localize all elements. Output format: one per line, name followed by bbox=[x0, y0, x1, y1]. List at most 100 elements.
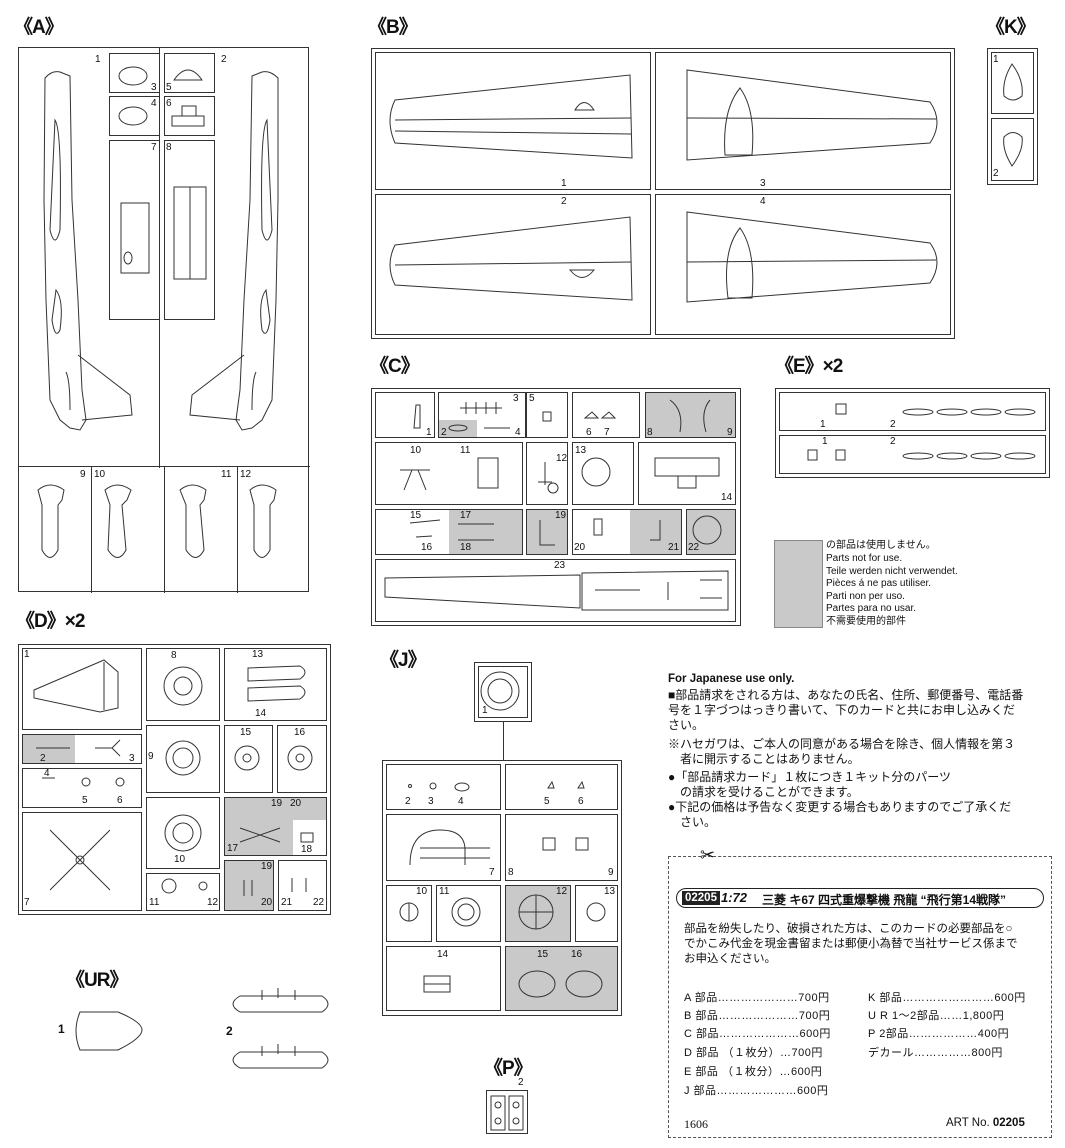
d-num-4: 4 bbox=[44, 768, 50, 779]
b-num-2: 2 bbox=[561, 196, 567, 207]
d-num-19b: 19 bbox=[261, 861, 273, 872]
d-num-10: 10 bbox=[174, 854, 186, 865]
c-num-15: 15 bbox=[410, 510, 422, 521]
d-num-1: 1 bbox=[24, 649, 30, 660]
section-p-label: 《P》 bbox=[484, 1058, 533, 1079]
a-num-12: 12 bbox=[240, 469, 252, 480]
d-num-14: 14 bbox=[255, 708, 267, 719]
art-number-label: ART No. bbox=[946, 1117, 993, 1129]
part-k2-box bbox=[991, 118, 1034, 181]
c-num-21: 21 bbox=[668, 542, 680, 553]
part-d1-box bbox=[22, 648, 142, 730]
c-num-5: 5 bbox=[529, 393, 535, 404]
legend-line-4: Pièces á ne pas utiliser. bbox=[826, 578, 932, 589]
part-d21-22-box bbox=[278, 860, 327, 911]
price-ur: U R 1〜2部品……1,800円 bbox=[868, 1010, 1005, 1022]
c-num-11: 11 bbox=[460, 445, 471, 456]
legend-line-5: Parti non per uso. bbox=[826, 591, 905, 602]
j-num-1: 1 bbox=[482, 705, 488, 716]
part-c8-9-box bbox=[645, 392, 736, 438]
product-scale: 1:72 bbox=[721, 890, 748, 905]
c-num-17: 17 bbox=[460, 510, 472, 521]
part-j2-4-box bbox=[386, 764, 501, 810]
j-num-7: 7 bbox=[489, 867, 495, 878]
e-num-2b: 2 bbox=[890, 436, 896, 447]
part-j5-6-box bbox=[505, 764, 618, 810]
part-e-row2-box bbox=[779, 435, 1046, 474]
a-num-11: 11 bbox=[221, 469, 232, 480]
e-num-2a: 2 bbox=[890, 419, 896, 430]
c-num-20: 20 bbox=[574, 542, 586, 553]
c-num-12: 12 bbox=[556, 453, 568, 464]
ur-num-2: 2 bbox=[226, 1024, 233, 1038]
d-num-22: 22 bbox=[313, 897, 325, 908]
j-num-13: 13 bbox=[604, 886, 616, 897]
part-a3-box bbox=[109, 53, 160, 93]
d-num-18: 18 bbox=[301, 844, 313, 855]
a-num-6: 6 bbox=[166, 98, 172, 109]
c-num-1: 1 bbox=[426, 427, 432, 438]
part-d8-box bbox=[146, 648, 220, 721]
part-j8-9-box bbox=[505, 814, 618, 881]
d-num-20a: 20 bbox=[290, 798, 302, 809]
c-num-22: 22 bbox=[688, 542, 700, 553]
ur-num-1: 1 bbox=[58, 1022, 65, 1036]
japan-note-line-9: さい。 bbox=[668, 815, 717, 829]
e-num-1a: 1 bbox=[820, 419, 826, 430]
japan-note-line-8: ●下記の価格は予告なく変更する場合もありますのでご了承くだ bbox=[668, 800, 1012, 814]
j-num-8: 8 bbox=[508, 867, 514, 878]
a-num-9: 9 bbox=[80, 469, 86, 480]
section-e-label: 《E》×2 bbox=[775, 356, 843, 377]
product-code-badge: 02205 bbox=[682, 891, 720, 905]
d-num-2: 2 bbox=[40, 753, 46, 764]
j-num-2: 2 bbox=[405, 796, 411, 807]
c-num-8: 8 bbox=[647, 427, 653, 438]
a-num-4: 4 bbox=[151, 98, 157, 109]
part-a5-box bbox=[164, 53, 215, 93]
d-num-8: 8 bbox=[171, 650, 177, 661]
part-d15-box bbox=[224, 725, 273, 793]
not-for-use-swatch bbox=[774, 540, 823, 628]
part-j11-box bbox=[436, 885, 501, 942]
j-num-12: 12 bbox=[556, 886, 568, 897]
j-num-11: 11 bbox=[439, 886, 450, 897]
b-num-4: 4 bbox=[760, 196, 766, 207]
d-num-7: 7 bbox=[24, 897, 30, 908]
b-num-3: 3 bbox=[760, 178, 766, 189]
c-num-4: 4 bbox=[515, 427, 521, 438]
d-num-5: 5 bbox=[82, 795, 88, 806]
a-num-10: 10 bbox=[94, 469, 106, 480]
card-title-bar bbox=[676, 888, 1044, 908]
a-num-8: 8 bbox=[166, 142, 172, 153]
part-c14-box bbox=[638, 442, 736, 505]
d-num-13: 13 bbox=[252, 649, 264, 660]
price-k: K 部品……………………600円 bbox=[868, 992, 1026, 1004]
c-num-10: 10 bbox=[410, 445, 422, 456]
a-num-3: 3 bbox=[151, 82, 157, 93]
a-num-5: 5 bbox=[166, 82, 172, 93]
card-desc-line-2: でかこみ代金を現金書留または郵便小為替で当社サービス係まで bbox=[684, 938, 1018, 950]
japan-note-line-3: さい。 bbox=[668, 718, 705, 732]
part-d10-box bbox=[146, 797, 220, 869]
d-num-19a: 19 bbox=[271, 798, 283, 809]
c-num-16: 16 bbox=[421, 542, 433, 553]
sprue-p-frame bbox=[486, 1090, 528, 1134]
part-d4-6-box bbox=[22, 768, 142, 808]
parts-order-card bbox=[668, 856, 1052, 1138]
price-decal: デカール……………800円 bbox=[868, 1047, 1003, 1059]
part-e-row1-box bbox=[779, 392, 1046, 431]
j-num-14: 14 bbox=[437, 949, 449, 960]
b-num-1: 1 bbox=[561, 178, 567, 189]
section-ur-label: 《UR》 bbox=[66, 970, 128, 991]
price-c: C 部品…………………600円 bbox=[684, 1028, 831, 1040]
legend-line-3: Teile werden nicht verwendet. bbox=[826, 566, 958, 577]
c-num-13: 13 bbox=[575, 445, 587, 456]
section-b-label: 《B》 bbox=[368, 17, 418, 38]
part-d13-14-box bbox=[224, 648, 327, 721]
j-num-6: 6 bbox=[578, 796, 584, 807]
